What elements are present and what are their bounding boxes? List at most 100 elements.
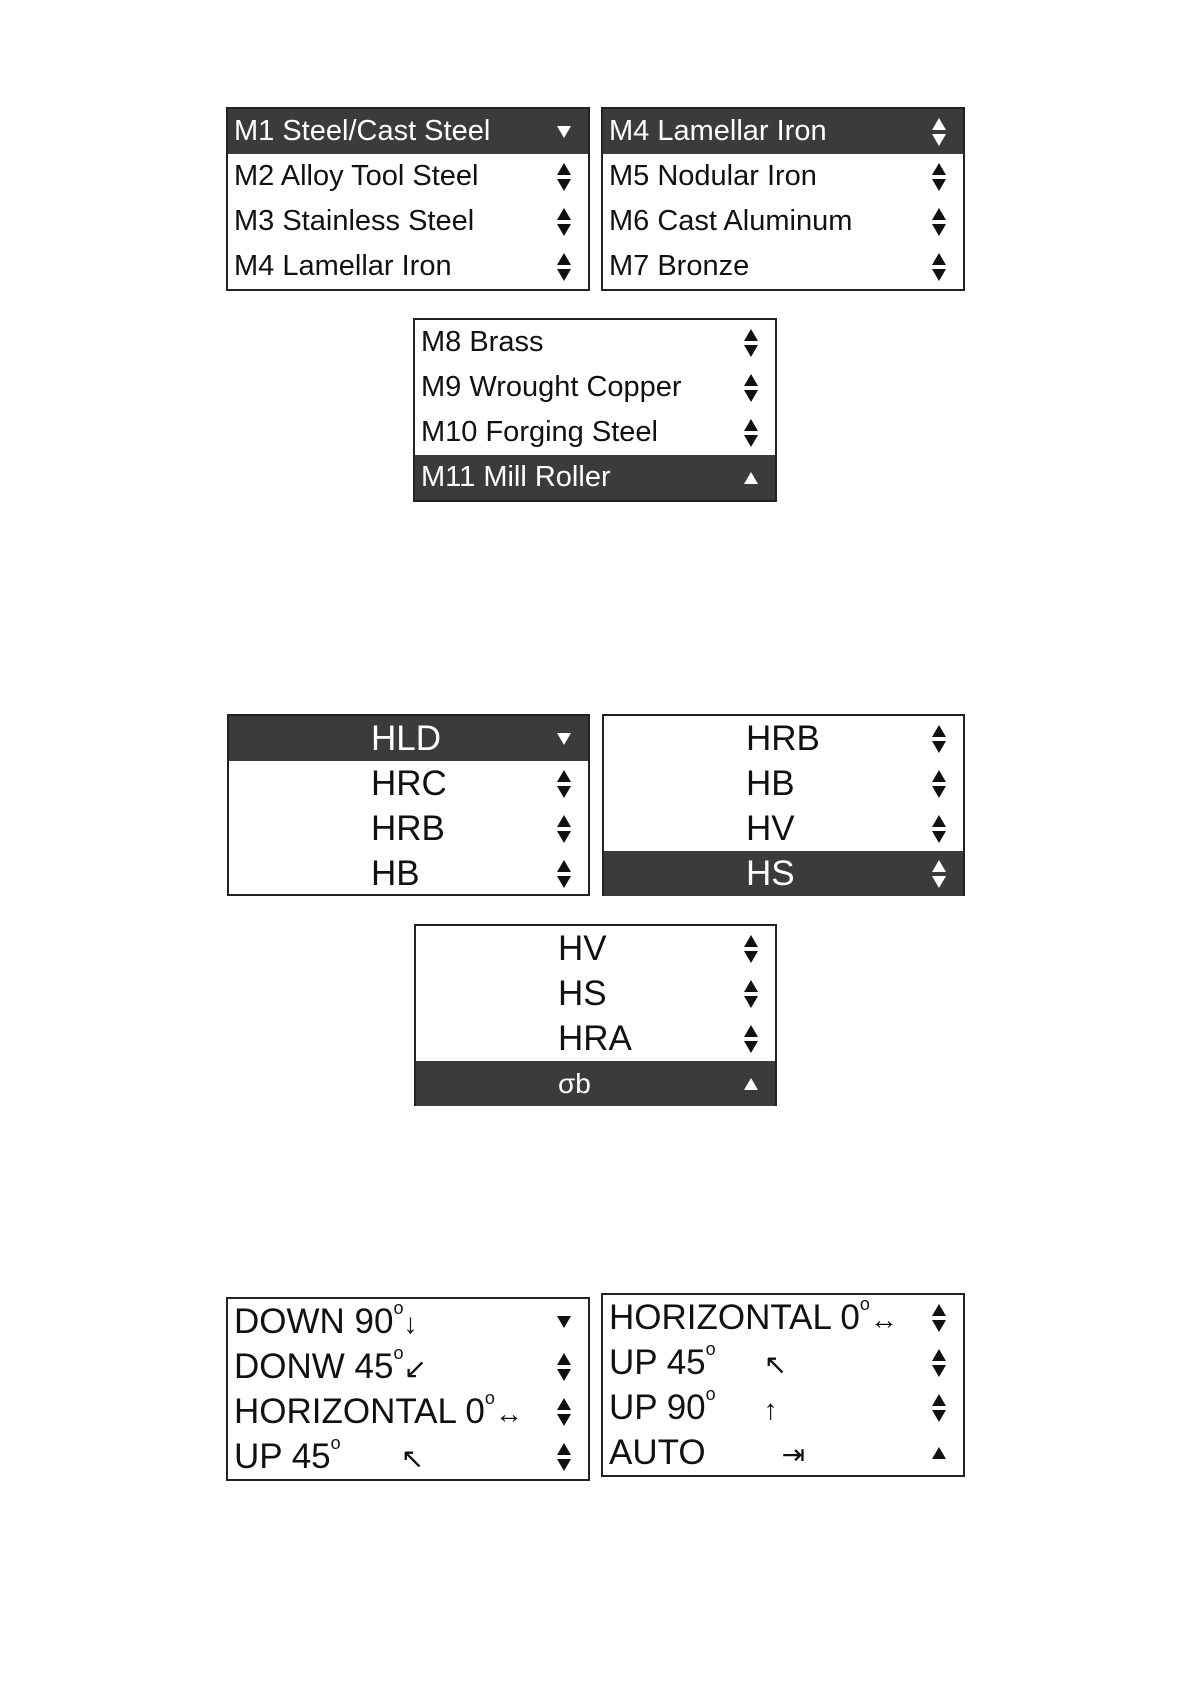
menu-item[interactable]: M8 Brass [415, 320, 775, 365]
menu-item-label: HV [746, 808, 795, 848]
menu-item-label: DOWN 90o↓ [234, 1298, 554, 1342]
updown-arrows-icon [741, 416, 761, 450]
direction-menu-1: DOWN 90o↓ DONW 45o↙ HORIZONTAL 0o↔ UP 45… [226, 1297, 590, 1481]
menu-item-label: M1 Steel/Cast Steel [234, 115, 491, 147]
material-menu-1: M1 Steel/Cast Steel M2 Alloy Tool Steel … [226, 107, 590, 291]
menu-item[interactable]: M4 Lamellar Iron [228, 244, 588, 289]
menu-item[interactable]: σb [416, 1061, 775, 1106]
menu-item[interactable]: M9 Wrought Copper [415, 365, 775, 410]
degree-mark: o [393, 1297, 404, 1318]
hardness-menu-2: HRB HB HV HS [602, 714, 965, 896]
menu-item[interactable]: HLD [229, 716, 588, 761]
material-menu-2: M4 Lamellar Iron M5 Nodular Iron M6 Cast… [601, 107, 965, 291]
menu-item-label: HS [558, 973, 607, 1013]
menu-item[interactable]: HRB [604, 716, 963, 761]
updown-arrows-icon [929, 1391, 949, 1425]
menu-item-label: M9 Wrought Copper [421, 371, 682, 403]
material-menu-3: M8 Brass M9 Wrought Copper M10 Forging S… [413, 318, 777, 502]
arrow-down-left-icon: ↙ [403, 1352, 427, 1384]
degree-mark: o [859, 1293, 870, 1314]
degree-mark: o [705, 1383, 716, 1404]
menu-item-label: HORIZONTAL 0o↔ [609, 1294, 929, 1338]
direction-text: HORIZONTAL 0 [234, 1391, 485, 1431]
degree-mark: o [484, 1387, 495, 1408]
menu-item[interactable]: UP 90o↑ [603, 1384, 963, 1430]
updown-arrows-icon [741, 326, 761, 360]
updown-arrows-icon [929, 1301, 949, 1335]
updown-arrows-icon [554, 767, 574, 801]
menu-item[interactable]: M6 Cast Aluminum [603, 199, 963, 244]
updown-arrows-icon [554, 160, 574, 194]
menu-item[interactable]: M2 Alloy Tool Steel [228, 154, 588, 199]
arrow-up-icon: ↑ [763, 1393, 778, 1425]
arrow-down-icon [554, 722, 574, 756]
direction-text: HORIZONTAL 0 [609, 1297, 860, 1337]
degree-mark: o [705, 1338, 716, 1359]
arrow-up-left-icon: ↖ [763, 1348, 788, 1380]
menu-item-label: σb [558, 1067, 591, 1099]
hardness-menu-3: HV HS HRA σb [414, 924, 777, 1106]
updown-arrows-icon [554, 857, 574, 891]
menu-item[interactable]: HORIZONTAL 0o↔ [603, 1294, 963, 1340]
menu-item[interactable]: HRB [229, 806, 588, 851]
menu-item[interactable]: M1 Steel/Cast Steel [228, 109, 588, 154]
menu-item[interactable]: HS [604, 851, 963, 896]
updown-arrows-icon [929, 767, 949, 801]
menu-item[interactable]: HORIZONTAL 0o↔ [228, 1388, 588, 1434]
updown-arrows-icon [929, 115, 949, 149]
menu-item[interactable]: UP 45o↖ [228, 1432, 588, 1479]
menu-item-label: M8 Brass [421, 326, 544, 358]
updown-arrows-icon [741, 371, 761, 405]
updown-arrows-icon [929, 722, 949, 756]
direction-text: DOWN 90 [234, 1301, 394, 1341]
menu-item[interactable]: M11 Mill Roller [415, 455, 775, 500]
menu-item[interactable]: UP 45o ↖ [603, 1338, 963, 1385]
auto-direction-icon: ⇥ [781, 1438, 806, 1470]
degree-mark: o [393, 1342, 404, 1363]
menu-item[interactable]: M4 Lamellar Iron [603, 109, 963, 154]
updown-arrows-icon [554, 1350, 574, 1384]
menu-item[interactable]: M10 Forging Steel [415, 410, 775, 455]
menu-item[interactable]: M3 Stainless Steel [228, 199, 588, 244]
menu-item-label: UP 90o↑ [609, 1384, 929, 1428]
menu-item[interactable]: HV [416, 926, 775, 971]
menu-item-label: M7 Bronze [609, 250, 750, 282]
menu-item-label: HRB [746, 718, 820, 758]
direction-menu-2: HORIZONTAL 0o↔ UP 45o↖ UP 90o↑ AUTO⇥ [601, 1293, 965, 1477]
menu-item-label: HRB [371, 808, 445, 848]
updown-arrows-icon [929, 1346, 949, 1380]
menu-item[interactable]: M5 Nodular Iron [603, 154, 963, 199]
menu-item[interactable]: HV [604, 806, 963, 851]
menu-item[interactable]: M7 Bronze [603, 244, 963, 289]
menu-item[interactable]: HB [604, 761, 963, 806]
menu-item-label: HS [746, 853, 795, 893]
menu-item-label: HRA [558, 1018, 632, 1058]
arrow-down-icon: ↓ [403, 1307, 418, 1339]
arrow-left-right-icon: ↔ [869, 1303, 898, 1335]
menu-item-label: M11 Mill Roller [421, 461, 611, 493]
updown-arrows-icon [929, 205, 949, 239]
arrow-up-icon [929, 1436, 949, 1470]
degree-mark: o [330, 1432, 341, 1453]
menu-item[interactable]: HS [416, 971, 775, 1016]
menu-item-label: HLD [371, 718, 442, 758]
updown-arrows-icon [554, 812, 574, 846]
updown-arrows-icon [554, 1440, 574, 1474]
direction-text: UP 45 [609, 1342, 706, 1382]
menu-item-label: M5 Nodular Iron [609, 160, 817, 192]
updown-arrows-icon [554, 205, 574, 239]
hardness-menu-1: HLD HRC HRB HB [227, 714, 590, 896]
arrow-down-icon [554, 115, 574, 149]
menu-item[interactable]: DOWN 90o↓ [228, 1298, 588, 1344]
menu-item-label: HB [371, 853, 420, 893]
menu-item[interactable]: AUTO⇥ [603, 1430, 963, 1475]
menu-item-label: HORIZONTAL 0o↔ [234, 1388, 554, 1432]
menu-item[interactable]: HB [229, 851, 588, 896]
updown-arrows-icon [741, 932, 761, 966]
updown-arrows-icon [929, 160, 949, 194]
updown-arrows-icon [929, 250, 949, 284]
menu-item[interactable]: HRA [416, 1016, 775, 1061]
menu-item[interactable]: DONW 45o↙ [228, 1342, 588, 1389]
menu-item[interactable]: HRC [229, 761, 588, 806]
updown-arrows-icon [929, 857, 949, 891]
